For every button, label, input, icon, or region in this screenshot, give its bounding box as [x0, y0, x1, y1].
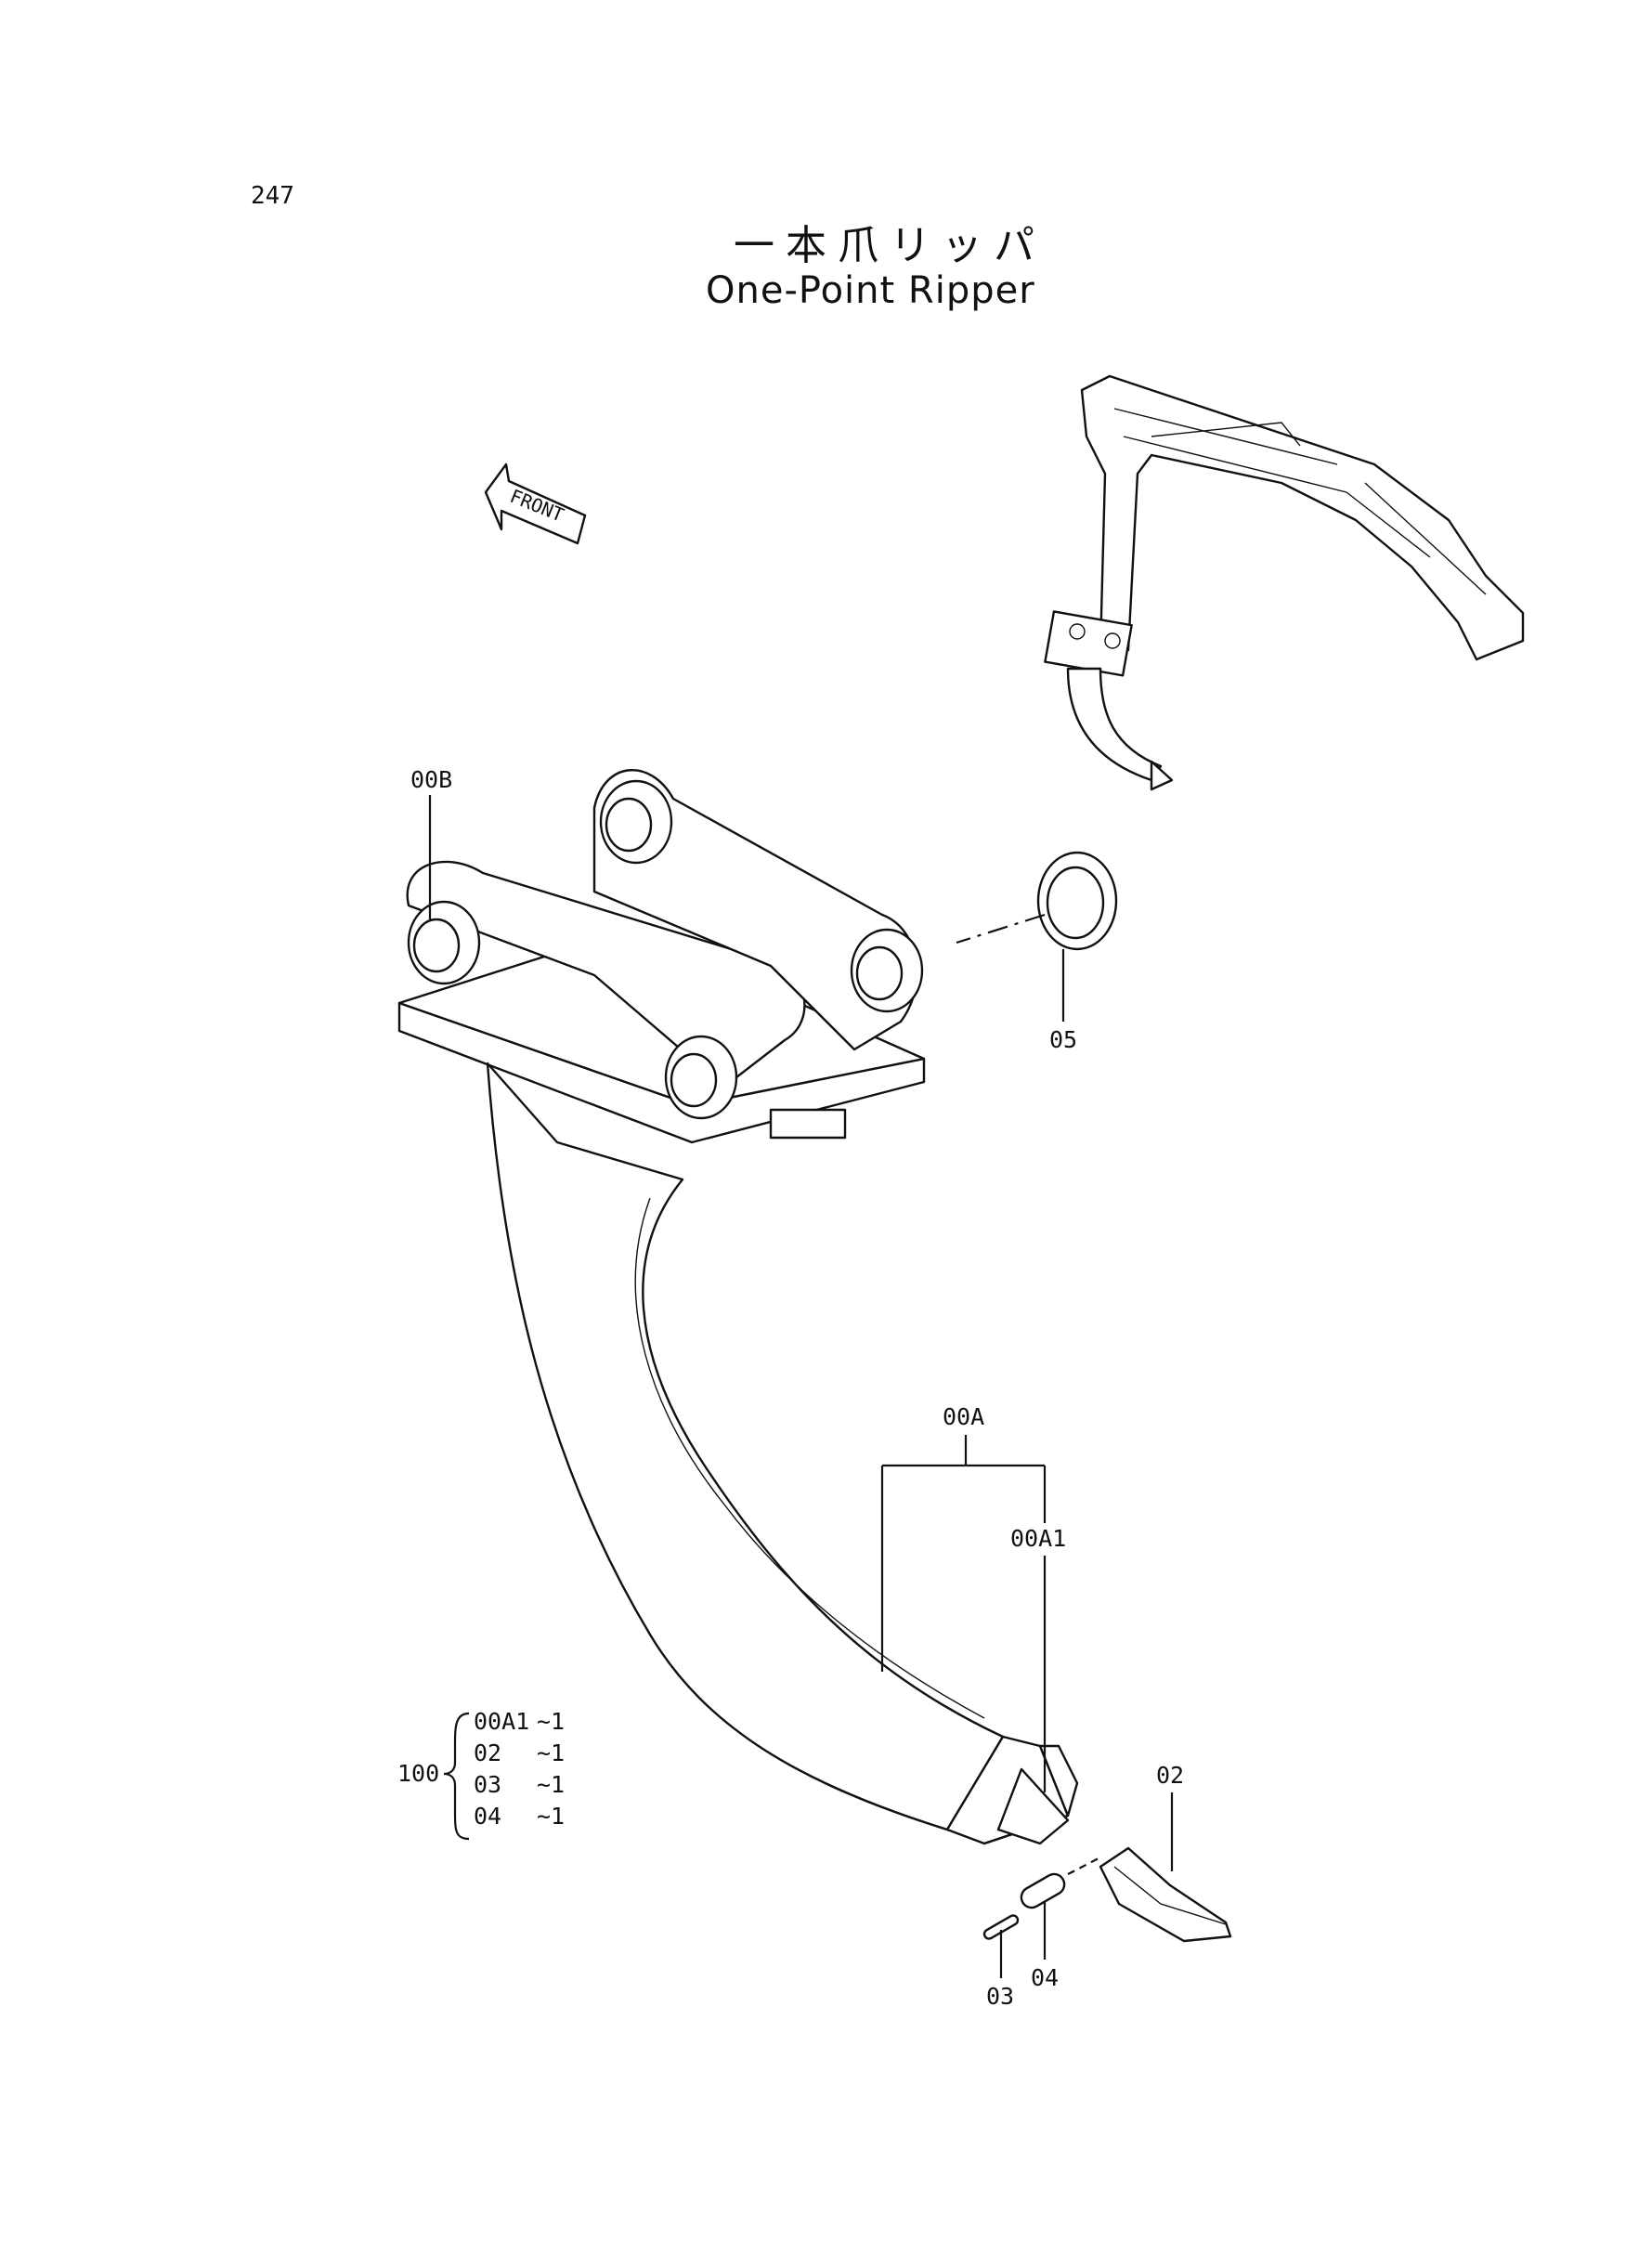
callout-04: 04	[1031, 1964, 1059, 1991]
callout-02: 02	[1156, 1762, 1184, 1789]
lock-04	[1020, 1857, 1101, 1909]
seal-ring	[956, 851, 1118, 951]
kit-row-4-qty: ~1	[537, 1803, 565, 1830]
tooth-02	[1099, 1846, 1232, 1943]
page-number: 247	[251, 182, 294, 210]
kit-100-group: 100 00A1 ~1 02 ~1 03 ~1 04 ~1	[397, 1708, 565, 1841]
excavator-arm-inset	[1044, 374, 1525, 791]
ripper-bracket	[397, 768, 926, 1144]
title-english: One-Point Ripper	[706, 269, 1035, 312]
ripper-shank	[486, 1062, 1070, 1845]
front-arrow: FRONT	[484, 463, 587, 545]
title-japanese: 一本爪リッパ	[734, 222, 1046, 269]
kit-row-1-qty: ~1	[537, 1708, 565, 1735]
callout-00b: 00B	[410, 766, 452, 793]
callout-03: 03	[986, 1983, 1014, 2010]
kit-row-2-part: 02	[474, 1739, 501, 1766]
kit-row-3-qty: ~1	[537, 1771, 565, 1798]
callout-05: 05	[1049, 1026, 1077, 1053]
kit-row-1-part: 00A1	[474, 1708, 529, 1735]
kit-row-3-part: 03	[474, 1771, 501, 1798]
kit-row-2-qty: ~1	[537, 1739, 565, 1766]
tooth-tip	[982, 1744, 1079, 1845]
callout-00a: 00A	[943, 1403, 984, 1430]
kit-row-4-part: 04	[474, 1803, 501, 1830]
pin-03	[982, 1914, 1020, 1940]
kit-number: 100	[397, 1760, 439, 1787]
callout-00a1: 00A1	[1010, 1525, 1066, 1552]
